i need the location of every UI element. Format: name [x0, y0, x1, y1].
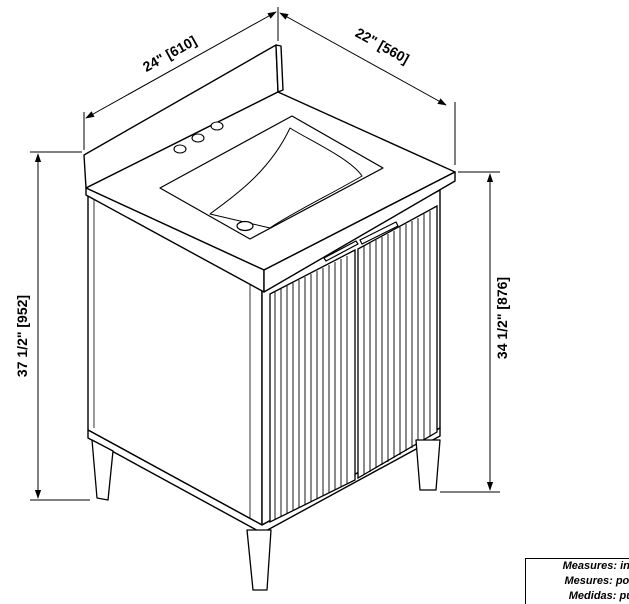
width-label: 24" [610] — [140, 32, 199, 74]
faucet-holes — [173, 121, 224, 154]
counter-height-dimension — [440, 171, 500, 493]
overall-height-dimension — [30, 151, 90, 501]
width-dimension — [83, 7, 279, 150]
leg-back-left — [91, 439, 114, 501]
sink-basin — [159, 115, 384, 240]
overall-height-label: 37 1/2" [952] — [14, 295, 30, 377]
legend-line-1: Measures: inc — [562, 560, 629, 572]
measurement-legend: Measures: inc Mesures: pou Medidas: pul — [525, 558, 629, 604]
fluted-door-left — [269, 248, 356, 524]
base-rail — [87, 427, 441, 534]
door-pull-left — [323, 240, 359, 262]
leg-front-right — [415, 439, 441, 491]
depth-dimension — [279, 12, 456, 165]
fluted-door-right — [357, 204, 438, 480]
door-pull-right — [359, 221, 399, 245]
legend-line-2: Mesures: pou — [564, 575, 629, 587]
depth-label: 22" [560] — [353, 24, 412, 66]
leg-front-left — [246, 529, 272, 591]
counter-height-label: 34 1/2" [876] — [494, 277, 510, 359]
